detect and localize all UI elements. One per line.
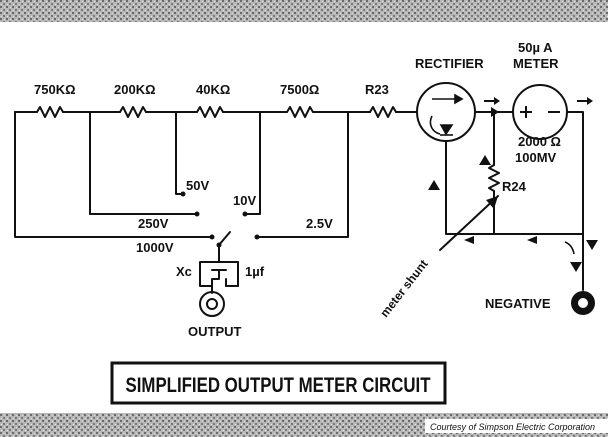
credit-line: Courtesy of Simpson Electric Corporation: [430, 422, 595, 432]
resistor-40k: [196, 106, 224, 118]
flow-arrow-left-icon: [464, 236, 474, 244]
switch-contact-250v: [209, 234, 215, 240]
switch-contact-10v: [180, 191, 186, 197]
output-jack-icon: [199, 291, 225, 317]
flow-arrow-left-icon: [527, 236, 537, 244]
switch-arm: [218, 231, 231, 246]
flow-arrow-right-icon: [491, 107, 499, 117]
label-negative: NEGATIVE: [485, 296, 551, 311]
label-10v: 10V: [233, 193, 256, 208]
meter-right-wire: [566, 111, 584, 235]
label-r24: R24: [502, 179, 527, 194]
flow-arrow-up-icon: [479, 155, 491, 165]
top-texture-band: [0, 0, 608, 22]
tap-wire-2-5v: [256, 111, 349, 238]
output-jack-inner: [206, 298, 218, 310]
capacitor-wire-bottom: [225, 261, 239, 287]
label-meter-shunt: meter shunt: [377, 257, 430, 320]
label-2-5v: 2.5V: [306, 216, 333, 231]
meter-shunt-arrow: [439, 195, 499, 251]
tap-wire-250v: [14, 111, 213, 238]
title-box: [110, 361, 447, 405]
label-1000v: 1000V: [136, 240, 174, 255]
tap-wire-2-5v: [244, 111, 261, 215]
capacitor-wire-top: [199, 251, 220, 287]
diagram-title: SIMPLIFIED OUTPUT METER CIRCUIT: [126, 374, 431, 397]
resistor-750k: [36, 106, 64, 118]
flow-arrow-right-icon: [484, 97, 500, 105]
flow-arrow-down-icon: [586, 240, 598, 250]
resistor-7500: [286, 106, 314, 118]
flow-arrow-up-icon: [428, 180, 440, 190]
meter-rating-line2: METER: [513, 56, 559, 71]
label-50v: 50V: [186, 178, 209, 193]
credit-backdrop: [425, 419, 608, 433]
resistor-r23: [369, 106, 397, 118]
negative-terminal-inner: [578, 298, 588, 308]
rectifier-curve-arrow: [429, 115, 441, 135]
label-xc: Xc: [176, 264, 192, 279]
label-200k: 200KΩ: [114, 82, 156, 97]
label-250v: 250V: [138, 216, 169, 231]
rectifier-return-wire: [445, 140, 584, 235]
resistor-200k: [119, 106, 147, 118]
label-capacitor-value: 1µf: [245, 264, 265, 279]
label-7500: 7500Ω: [280, 82, 319, 97]
capacitor-wire-bottom: [211, 269, 220, 294]
tap-wire-10v: [175, 111, 184, 195]
flow-arrow-right-icon: [577, 97, 593, 105]
meter-resistance: 2000 Ω: [518, 134, 561, 149]
label-rectifier: RECTIFIER: [415, 56, 484, 71]
switch-contact-pivot: [216, 242, 222, 248]
rectifier-current-arrowhead: [454, 93, 464, 105]
diode-symbol: [439, 124, 454, 136]
label-40k: 40KΩ: [196, 82, 230, 97]
flow-arrow-down-icon: [570, 262, 582, 272]
resistor-r24: [488, 164, 500, 192]
meter-rating-line1: 50µ A: [518, 40, 553, 55]
tap-wire-50v: [89, 111, 198, 215]
switch-contact-50v: [194, 211, 200, 217]
switch-contact-1000v: [254, 234, 260, 240]
flow-arrow-curve: [564, 241, 575, 255]
switch-contact-2-5v: [242, 211, 248, 217]
meter-voltage: 100MV: [515, 150, 557, 165]
meter-shunt-arrowhead: [486, 196, 498, 209]
label-r23: R23: [365, 82, 389, 97]
label-750k: 750KΩ: [34, 82, 76, 97]
meter-plus-sign: [520, 106, 532, 118]
label-output: OUTPUT: [188, 324, 242, 339]
